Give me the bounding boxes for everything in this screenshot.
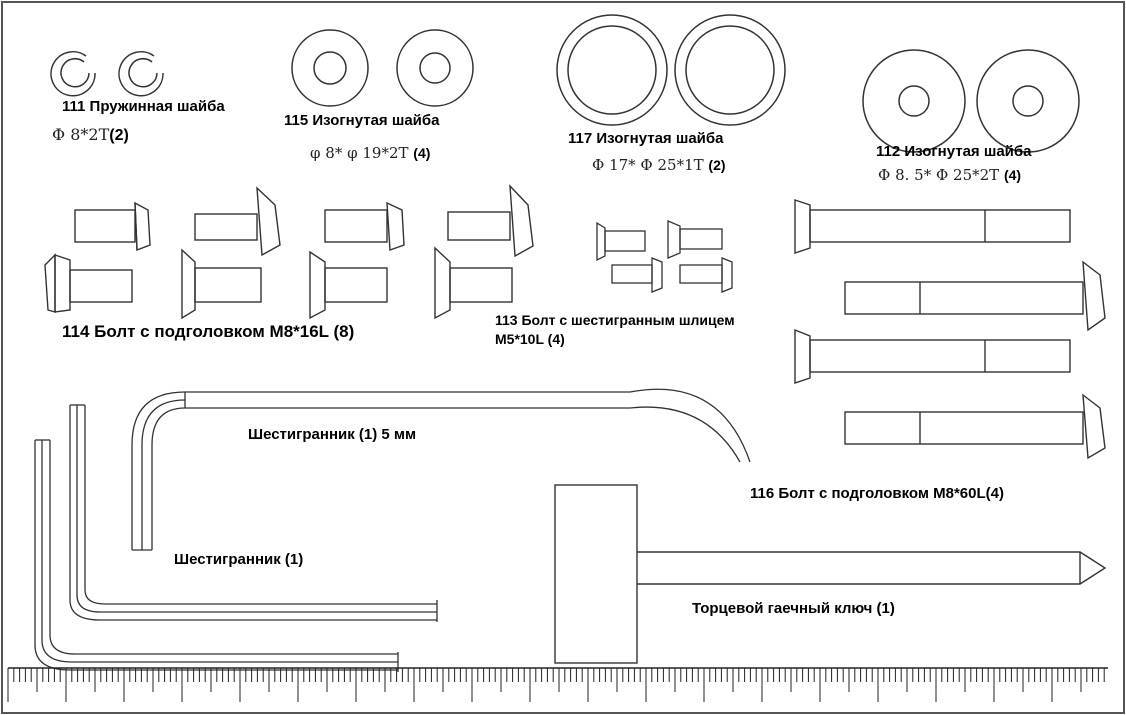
socket-wrench-drawing <box>554 484 1107 664</box>
washer-112-label: 112 Изогнутая шайба <box>876 143 1032 160</box>
washer-112-drawing <box>862 49 1080 153</box>
bolt-116-label: 116 Болт с подголовком M8*60L(4) <box>750 485 1004 502</box>
bolt-114-drawings <box>44 184 534 320</box>
spring-washer-spec: Φ 8*2T(2) <box>52 125 129 144</box>
washer-117-spec: Φ 17* Φ 25*1T (2) <box>592 156 726 174</box>
bolt-113-label-line1: 113 Болт с шестигранным шлицем <box>495 312 735 328</box>
bolt-116-drawings <box>794 199 1106 460</box>
bolt-114-label: 114 Болт с подголовком M8*16L (8) <box>62 322 355 341</box>
spring-washer-drawing <box>50 51 164 97</box>
washer-117-label: 117 Изогнутая шайба <box>568 130 724 147</box>
hex-key-label: Шестигранник (1) <box>174 551 304 568</box>
hex-key-5mm-drawing <box>131 388 751 551</box>
washer-115-drawing <box>291 29 474 107</box>
spring-washer-label: 111 Пружинная шайба <box>62 98 225 115</box>
hex-key-5mm-label: Шестигранник (1) 5 мм <box>248 426 417 443</box>
bolt-113-label-line2: M5*10L (4) <box>495 331 565 347</box>
socket-wrench-label: Торцевой гаечный ключ (1) <box>692 600 895 617</box>
washer-115-label: 115 Изогнутая шайба <box>284 112 440 129</box>
ruler <box>7 667 1108 702</box>
washer-112-spec: Φ 8. 5* Φ 25*2T (4) <box>878 166 1022 184</box>
washer-115-spec: φ 8* φ 19*2T (4) <box>310 144 431 162</box>
washer-117-drawing <box>556 14 786 126</box>
hex-key-drawing <box>34 404 438 672</box>
bolt-113-drawings <box>596 220 733 293</box>
